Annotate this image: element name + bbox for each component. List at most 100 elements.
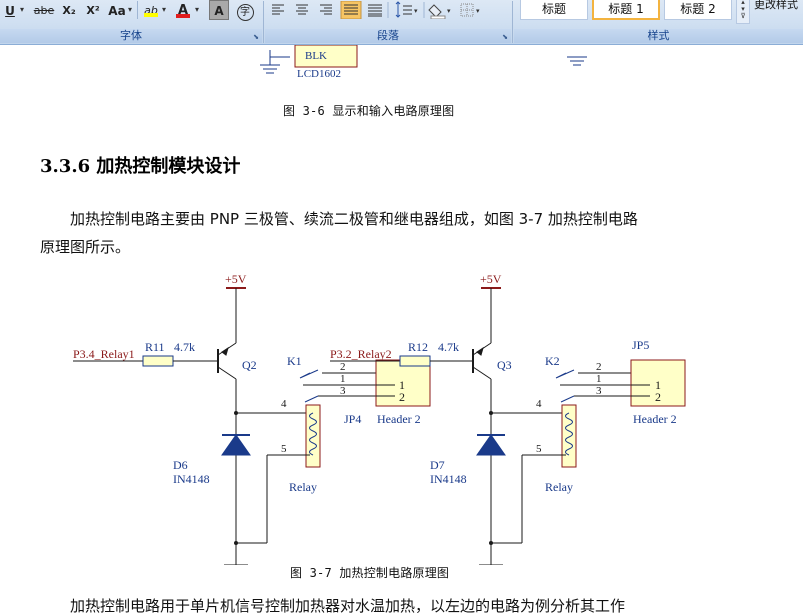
header-ref: JP4 (344, 412, 361, 426)
transistor-ref: Q2 (242, 358, 257, 372)
relay-ref: K2 (545, 354, 560, 368)
ground-symbol-right (567, 56, 587, 66)
figure-caption: 图 3-6 显示和输入电路原理图 (283, 104, 455, 118)
relay-pin: 2 (340, 361, 346, 373)
diode-part: IN4148 (173, 472, 210, 486)
header-pin: 1 (655, 378, 661, 392)
right-circuit: +5V P3.2_Relay2 R12 4.7k Q3 K2 2 (330, 272, 686, 565)
font-group: U ▾ abe X₂ X² Aa ▾ ab ▾ A ▾ A 字 字体 ⬊ (0, 0, 262, 44)
char-shading-button[interactable]: A (209, 0, 229, 20)
font-color-bar (176, 14, 190, 18)
subscript-button[interactable]: X₂ (62, 4, 76, 17)
resistor-value: 4.7k (174, 340, 195, 354)
align-left-icon[interactable] (270, 3, 286, 17)
line-spacing-icon[interactable]: ▾ (395, 1, 418, 18)
transistor-ref: Q3 (497, 358, 512, 372)
supply-label: +5V (225, 272, 247, 286)
document-page: BLK LCD1602 图 3-6 显示和输入电路原理图 3.3.6 加热控制模… (0, 45, 803, 615)
resistor-ref: R12 (408, 340, 428, 354)
font-color-button[interactable]: A (173, 0, 193, 20)
relay-label: Relay (545, 480, 573, 494)
distributed-icon[interactable] (368, 4, 382, 17)
relay-coil (561, 404, 577, 468)
scroll-down-icon[interactable]: ▾ (741, 5, 745, 13)
lcd-blk-label: BLK (305, 50, 327, 62)
underline-button[interactable]: U (5, 4, 15, 18)
enclose-char-icon: 字 (236, 4, 254, 21)
change-styles-button[interactable]: 更改样式 (754, 0, 798, 11)
resistor-value: 4.7k (438, 340, 459, 354)
justify-icon[interactable] (340, 1, 362, 19)
paragraph-line: 加热控制电路主要由 PNP 三极管、续流二极管和继电器组成，如图 3-7 加热控… (70, 210, 638, 228)
transistor-q3 (472, 342, 492, 380)
styles-group-caption: 样式 (514, 29, 803, 43)
style-heading[interactable]: 标题 (520, 0, 588, 20)
header-connector (630, 359, 686, 407)
transistor-q2 (217, 342, 237, 380)
relay-pin: 1 (596, 373, 602, 385)
paragraph-dialog-launcher-icon[interactable]: ⬊ (502, 33, 508, 41)
net-label-in: P3.2_Relay2 (330, 347, 392, 361)
diode-ref: D7 (430, 458, 445, 472)
svg-text:▾: ▾ (447, 7, 451, 15)
coil-winding (565, 412, 573, 456)
font-dialog-launcher-icon[interactable]: ⬊ (253, 33, 259, 41)
resistor-ref: R11 (145, 340, 165, 354)
font-color-dropdown-icon[interactable]: ▾ (195, 5, 200, 14)
font-color-icon: A (177, 3, 189, 18)
header-ref: JP5 (632, 338, 649, 352)
header-pin: 2 (399, 390, 405, 404)
styles-gallery-scroll[interactable]: ▴ ▾ ⊽ (736, 0, 750, 24)
relay-pin: 4 (281, 398, 287, 410)
change-case-dropdown-icon[interactable]: ▾ (128, 5, 133, 14)
header-pin: 2 (655, 390, 661, 404)
group-separator (263, 1, 264, 43)
relay-pin: 2 (596, 361, 602, 373)
ribbon: U ▾ abe X₂ X² Aa ▾ ab ▾ A ▾ A 字 字体 ⬊ (0, 0, 803, 45)
relay-ref: K1 (287, 354, 302, 368)
style-heading-1[interactable]: 标题 1 (592, 0, 660, 20)
style-heading-2[interactable]: 标题 2 (664, 0, 732, 20)
relay-pin: 3 (596, 385, 602, 397)
underline-dropdown-icon[interactable]: ▾ (20, 5, 25, 14)
relay-label: Relay (289, 480, 317, 494)
section-heading: 3.3.6 加热控制模块设计 (40, 156, 241, 177)
align-center-icon[interactable] (296, 4, 308, 15)
highlight-dropdown-icon[interactable]: ▾ (162, 5, 167, 14)
gallery-more-icon[interactable]: ⊽ (740, 12, 746, 20)
shading-icon[interactable]: ▾ (428, 4, 451, 19)
header-connector (375, 359, 431, 407)
supply-label: +5V (480, 272, 502, 286)
coil-winding (309, 412, 317, 456)
lcd-component (294, 45, 358, 68)
diode-part: IN4148 (430, 472, 467, 486)
superscript-button[interactable]: X² (86, 4, 100, 17)
scroll-up-icon[interactable]: ▴ (741, 0, 745, 6)
borders-icon[interactable]: ▾ (460, 3, 480, 17)
relay-pin: 3 (340, 385, 346, 397)
relay-pin: 1 (340, 373, 346, 385)
highlight-color-bar (144, 13, 158, 17)
relay-coil (305, 404, 321, 468)
change-case-button[interactable]: Aa (108, 4, 126, 18)
diode-ref: D6 (173, 458, 188, 472)
highlight-button[interactable]: ab (141, 0, 161, 20)
net-label-in: P3.4_Relay1 (73, 347, 135, 361)
diode (476, 434, 506, 456)
lcd-part-label: LCD1602 (297, 68, 341, 80)
header-label: Header 2 (377, 412, 421, 426)
toolbar-separator (137, 1, 138, 19)
resistor (142, 355, 174, 367)
align-right-icon[interactable] (320, 4, 332, 15)
strikethrough-button[interactable]: abe (33, 4, 55, 17)
paragraph-group: ▾ ▾ ▾ 段落 ⬊ (265, 0, 511, 44)
left-circuit: +5V P3.4_Relay1 R11 4.7k Q2 K1 (73, 272, 431, 565)
relay-pin: 5 (281, 443, 287, 455)
enclose-char-button[interactable]: 字 (234, 0, 256, 21)
resistor (399, 355, 431, 367)
relay-pin: 5 (536, 443, 542, 455)
paragraph-group-caption: 段落 (265, 29, 511, 43)
font-group-caption: 字体 (0, 29, 262, 43)
svg-text:▾: ▾ (476, 7, 480, 15)
styles-group: 标题 标题 1 标题 2 ▴ ▾ ⊽ 更改样式 样式 (514, 0, 803, 44)
